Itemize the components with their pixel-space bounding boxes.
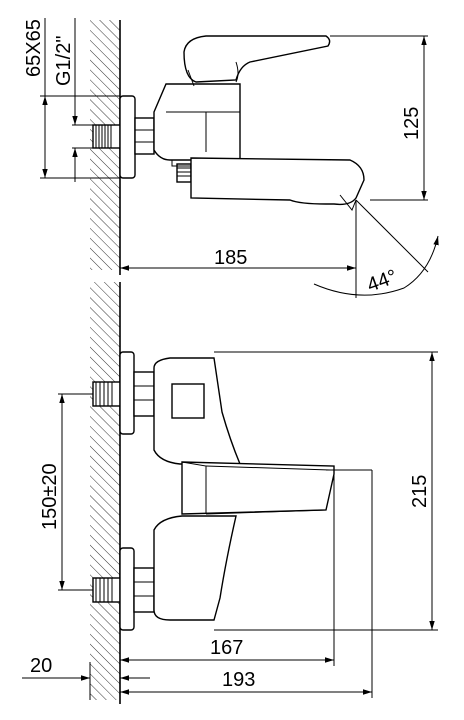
dim-spacing-label: 150±20 <box>39 463 61 530</box>
mixer-body-top <box>153 83 241 161</box>
wall-hatch-front <box>90 282 120 700</box>
diverter-knob-top <box>176 163 192 183</box>
nut-top <box>134 117 155 155</box>
dim-depth-outer-label: 193 <box>222 669 255 691</box>
dim-wall-offset-label: 20 <box>30 655 52 677</box>
dim-depth-inner-label: 167 <box>210 637 243 659</box>
lower-body-front <box>153 515 237 621</box>
dim-height-front-label: 215 <box>409 475 431 508</box>
lower-connector-front <box>92 547 155 631</box>
upper-connector-front <box>92 351 155 435</box>
control-knob-front <box>171 383 205 419</box>
escutcheon-top <box>119 95 136 179</box>
dim-angle-label: 44° <box>364 266 400 297</box>
top-view: 65X65 G1/2" 125 185 44° <box>23 18 439 298</box>
threaded-connector-top <box>92 124 121 149</box>
spout-top <box>190 157 365 206</box>
dim-connection-label: 65X65 <box>23 19 45 77</box>
dim-thread-label: G1/2" <box>53 36 75 86</box>
dim-height-label: 125 <box>401 107 423 140</box>
lever-handle-top <box>183 35 331 83</box>
front-view: 150±20 215 167 193 20 <box>22 282 438 704</box>
spout-front <box>181 461 335 515</box>
dim-reach-label: 185 <box>214 247 247 269</box>
